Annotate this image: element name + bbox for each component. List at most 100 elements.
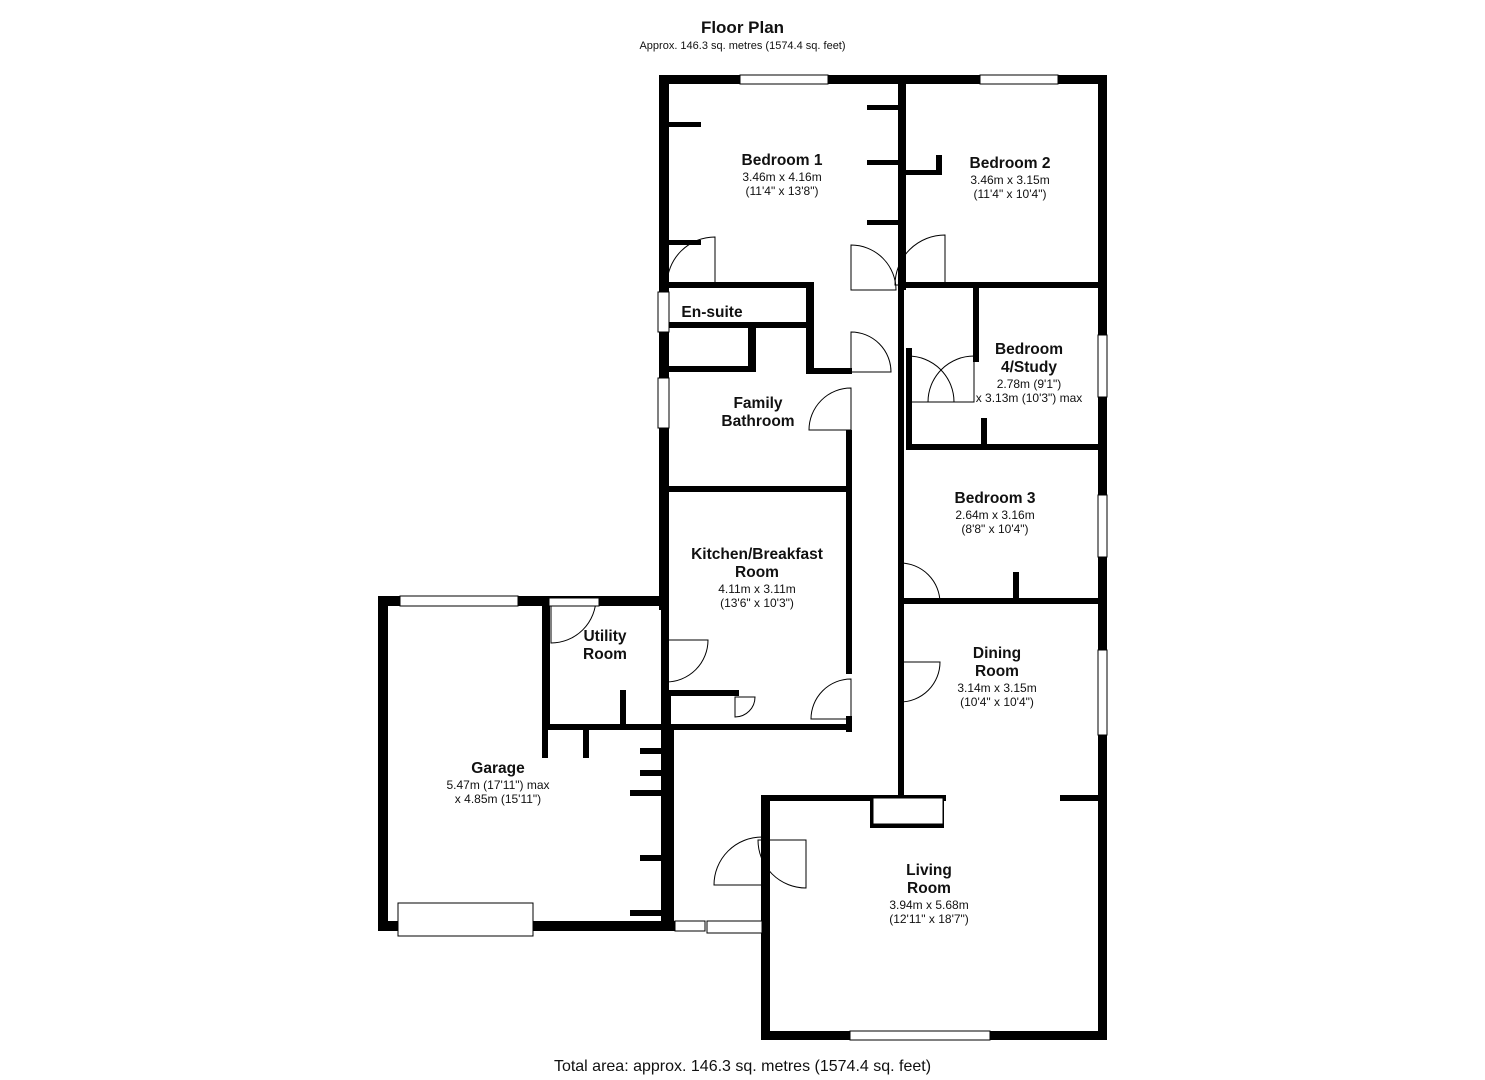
interior-wall <box>981 418 987 448</box>
door-swing <box>899 562 941 604</box>
exterior-wall <box>661 596 669 931</box>
room-name-line-2: Room <box>907 880 951 897</box>
exterior-wall <box>1098 75 1107 300</box>
room-name: Bedroom 2 <box>969 155 1051 172</box>
interior-wall <box>906 170 942 175</box>
room-name: Bedroom 3 <box>954 490 1036 507</box>
room-dimensions-imperial: (12'11" x 18'7") <box>889 912 969 926</box>
room-name: Living <box>906 862 952 879</box>
room-name: Bedroom <box>994 341 1064 358</box>
interior-wall <box>867 220 898 225</box>
interior-wall <box>669 122 701 127</box>
door-swing <box>850 244 897 291</box>
room-name: Garage <box>471 760 525 777</box>
window <box>739 74 829 85</box>
interior-wall <box>620 690 626 730</box>
exterior-wall <box>659 75 1107 84</box>
interior-wall <box>669 690 739 696</box>
interior-wall <box>669 240 701 245</box>
interior-wall <box>973 282 979 362</box>
room-name-line-2: Room <box>583 646 627 663</box>
room-label-utility-room: Utility Room <box>583 628 627 664</box>
interior-wall <box>806 282 814 372</box>
door-swing <box>665 639 709 683</box>
interior-wall <box>630 910 670 916</box>
room-dimensions: 3.46m x 3.15m <box>970 173 1050 187</box>
interior-wall <box>898 600 904 610</box>
interior-wall <box>669 486 849 492</box>
interior-wall <box>542 600 550 730</box>
door-swing <box>757 839 807 889</box>
interior-wall <box>1013 572 1019 602</box>
interior-wall <box>906 444 1098 450</box>
interior-wall <box>640 855 670 861</box>
fireplace <box>872 797 944 825</box>
door-swing <box>713 836 763 886</box>
room-label-bedroom-2: Bedroom 2 3.46m x 3.15m (11'4" x 10'4") <box>970 155 1051 201</box>
interior-wall <box>748 322 756 372</box>
doors <box>550 234 975 889</box>
interior-wall <box>542 728 548 758</box>
interior-wall <box>665 690 671 730</box>
room-dimensions-imperial: (10'4" x 10'4") <box>960 695 1034 709</box>
door-threshold <box>548 597 600 607</box>
room-name: En-suite <box>681 304 743 321</box>
door-swing <box>808 387 852 431</box>
door-swing <box>927 355 975 403</box>
interior-wall <box>766 795 946 801</box>
room-name: Bedroom 1 <box>741 152 823 169</box>
exterior-wall <box>761 795 770 1040</box>
room-label-kitchen: Kitchen/Breakfast Room 4.11m x 3.11m (13… <box>691 546 823 610</box>
door-swing <box>666 236 716 286</box>
interior-wall <box>936 155 942 175</box>
room-name-line-2: Room <box>735 564 779 581</box>
room-dimensions: 4.11m x 3.11m <box>718 582 796 596</box>
window <box>657 291 670 333</box>
interior-wall <box>640 748 670 754</box>
room-dimensions-imperial: (8'8" x 10'4") <box>961 522 1029 536</box>
door-swing <box>894 234 946 286</box>
interior-wall <box>898 282 1098 288</box>
door-swing <box>899 661 941 703</box>
interior-wall <box>542 724 672 730</box>
page-title: Floor Plan <box>700 18 785 37</box>
room-dimensions: 3.94m x 5.68m <box>889 898 969 912</box>
interior-wall <box>668 724 674 924</box>
door-threshold <box>706 920 763 934</box>
interior-wall <box>846 430 852 674</box>
room-label-garage: Garage 5.47m (17'11") max x 4.85m (15'11… <box>446 760 549 806</box>
window <box>674 920 706 932</box>
area-subtitle: Approx. 146.3 sq. metres (1574.4 sq. fee… <box>639 40 846 52</box>
room-name-line-2: 4/Study <box>1001 359 1057 376</box>
room-label-dining-room: Dining Room 3.14m x 3.15m (10'4" x 10'4"… <box>957 645 1036 709</box>
room-dimensions: 2.78m (9'1") <box>996 377 1062 391</box>
interior-wall <box>806 368 852 374</box>
interior-wall <box>583 728 589 758</box>
interior-wall <box>669 282 809 288</box>
window <box>399 595 519 607</box>
window <box>1097 334 1108 398</box>
room-dimensions-2: x 3.13m (10'3") max <box>975 391 1083 405</box>
interior-wall <box>669 366 754 372</box>
interior-wall <box>1060 795 1098 801</box>
interior-wall <box>898 84 906 290</box>
interior-wall <box>867 105 898 110</box>
room-label-family-bathroom: Family Bathroom <box>721 395 794 431</box>
room-name-line-2: Room <box>975 663 1019 680</box>
exterior-wall <box>659 75 669 610</box>
window <box>979 74 1059 85</box>
interior-wall <box>669 322 809 328</box>
interior-wall <box>669 724 852 730</box>
interior-wall <box>898 286 904 796</box>
room-label-bedroom-1: Bedroom 1 3.46m x 4.16m (11'4" x 13'8") <box>742 152 823 198</box>
room-dimensions-2: x 4.85m (15'11") <box>454 792 542 806</box>
interior-wall <box>870 822 944 828</box>
door-swing <box>810 678 852 720</box>
total-area-footer: Total area: approx. 146.3 sq. metres (15… <box>553 1058 932 1075</box>
door-swing <box>907 355 955 403</box>
window <box>657 377 670 429</box>
window <box>1097 494 1108 558</box>
room-dimensions-imperial: (11'4" x 10'4") <box>973 187 1047 201</box>
room-dimensions: 3.14m x 3.15m <box>957 681 1037 695</box>
